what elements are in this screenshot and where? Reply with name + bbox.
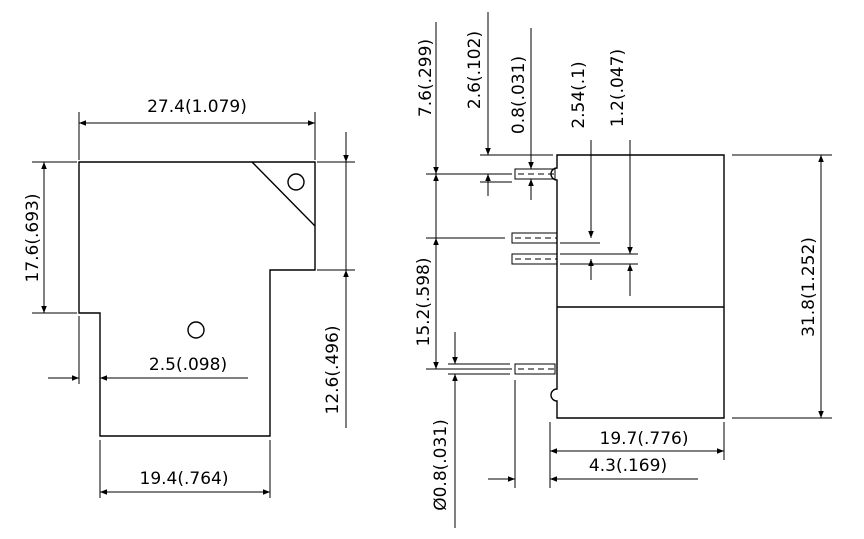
dim-pin-pitch: 2.54(.1) [569, 61, 589, 128]
dim-pin-length: 4.3(.169) [589, 456, 667, 476]
hole-marker-top [287, 173, 305, 191]
pin-1 [514, 168, 556, 180]
left-outline [78, 161, 316, 437]
dim-body-height: 31.8(1.252) [799, 237, 819, 337]
dim-width-top: 27.4(1.079) [147, 97, 247, 117]
pin-3 [511, 253, 558, 265]
hole-marker-center [187, 321, 205, 339]
left-view: 27.4(1.079) 17.6(.693) 12.6(.496) 2.5(.0… [23, 97, 355, 498]
dim-pin-diameter: Ø0.8(.031) [431, 419, 451, 511]
dim-pin-top: 2.6(.102) [465, 31, 485, 109]
right-view: 7.6(.299) 2.6(.102) 0.8(.031) 2.54(.1) 1… [414, 12, 832, 528]
dim-width-bottom: 19.4(.764) [140, 469, 229, 489]
right-outline [550, 154, 725, 419]
corner-chamfer [251, 161, 316, 227]
dim-pin-height: 1.2(.047) [608, 49, 628, 127]
pin-2 [511, 232, 558, 244]
dim-pin-width: 0.8(.031) [509, 56, 529, 134]
dim-height-right: 12.6(.496) [323, 326, 343, 415]
dim-body-width: 19.7(.776) [600, 429, 689, 449]
dim-pin-span: 15.2(.598) [414, 258, 434, 347]
dim-offset: 2.5(.098) [149, 355, 227, 375]
dim-pin-offset: 7.6(.299) [416, 39, 436, 117]
dim-height-left: 17.6(.693) [23, 194, 43, 283]
pin-4 [514, 363, 556, 375]
